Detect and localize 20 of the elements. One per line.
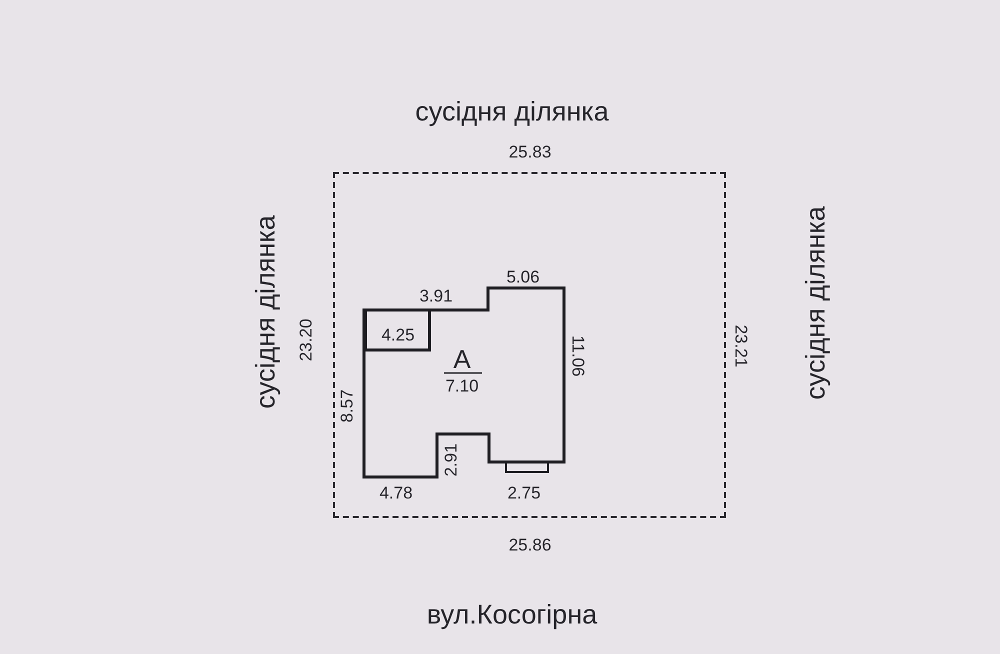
area-label: вул.Косогірна	[426, 602, 598, 628]
dimension-label: 23.20	[298, 318, 314, 362]
dimension-label: 8.57	[338, 389, 356, 423]
building-outline	[364, 287, 564, 479]
dimension-label: 25.86	[508, 536, 552, 554]
dimension-label: 2.91	[442, 443, 460, 477]
area-label: сусідня ділянка	[415, 98, 609, 126]
building-height: 7.10	[445, 378, 479, 394]
dimension-label: 11.06	[570, 335, 586, 377]
area-label: сусідня ділянка	[802, 206, 830, 400]
building-letter: А	[453, 346, 471, 372]
dimension-label: 4.78	[379, 484, 413, 502]
dimension-label: 23.21	[732, 324, 750, 368]
dimension-label: 2.75	[507, 484, 541, 502]
dimension-label: 4.25	[381, 326, 415, 344]
dimension-label: 5.06	[506, 268, 540, 286]
dimension-label: 3.91	[419, 288, 453, 304]
dimension-label: 25.83	[508, 144, 552, 160]
plot-boundary	[333, 172, 726, 518]
area-label: сусідня ділянка	[252, 215, 280, 409]
